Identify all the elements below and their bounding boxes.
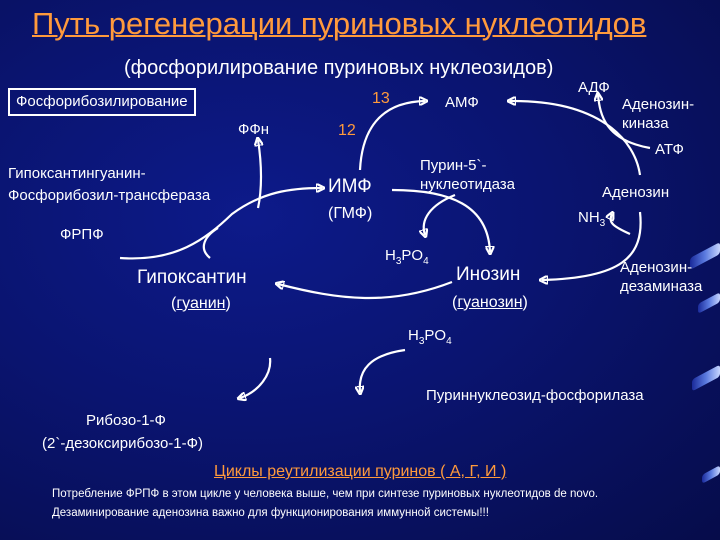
nh3-sub: 3 <box>599 218 606 229</box>
arrow-imf-to-inosine <box>391 188 490 252</box>
arrow-prpp-branch <box>202 227 219 259</box>
adenosine-kinase-line2: киназа <box>622 115 669 132</box>
arrow-to-ffn <box>258 140 261 209</box>
nh3-label: NH3 <box>578 208 605 233</box>
arrow-to-h3po4 <box>424 193 456 235</box>
gmf-label: (ГМФ) <box>328 205 373 222</box>
ribose-label-1: Рибозо-1-Ф <box>86 412 166 429</box>
arrow-to-nh3 <box>611 214 631 236</box>
nucleotidase-label: Пурин-5`- нуклеотидаза <box>420 156 515 194</box>
h3po4-2-sub3: 3 <box>418 336 425 347</box>
page-title: Путь регенерации пуриновых нуклеотидов <box>32 6 647 41</box>
h3po4-2-po: PO <box>424 327 447 344</box>
h3po4-2-sub4: 4 <box>446 336 452 347</box>
adenosine-kinase-label: Аденозин- киназа <box>622 95 694 133</box>
amf-label: АМФ <box>445 94 479 111</box>
adenosine-deaminase-line1: Аденозин- <box>620 259 693 276</box>
step-13-label: 13 <box>372 90 390 107</box>
note-line-2: Дезаминирование аденозина важно для функ… <box>52 507 489 519</box>
guanosine-label: (гуанозин) <box>452 294 528 311</box>
nh3-main: NH <box>578 209 600 226</box>
h3po4-label-1: H3PO4 <box>385 246 429 271</box>
nucleotidase-line2: нуклеотидаза <box>420 176 516 193</box>
arrow-atp-to-adp <box>598 95 651 150</box>
guanine-text: гуанин <box>176 295 226 312</box>
guanine-label: (гуанин) <box>171 295 231 312</box>
hypoxanthine-label: Гипоксантин <box>137 267 247 288</box>
atf-label: АТФ <box>655 141 684 158</box>
h3po4-2-h: H <box>408 327 419 344</box>
hgprt-line1: Гипоксантингуанин- <box>8 165 146 182</box>
adenosine-deaminase-line2: дезаминаза <box>620 278 703 295</box>
page-subtitle: (фосфорилирование пуриновых нуклеозидов) <box>124 57 554 79</box>
arrow-hypoxanthine-to-imf <box>119 188 322 260</box>
ffn-label: ФФн <box>238 121 270 138</box>
adenosine-deaminase-label: Аденозин- дезаминаза <box>620 258 702 296</box>
h3po4-1-h: H <box>385 247 396 264</box>
ribose-label-2: (2`-дезоксирибозо-1-Ф) <box>42 435 204 452</box>
arrow-inosine-to-hypoxanthine <box>278 282 453 300</box>
arrow-adenosine-to-inosine <box>542 211 642 280</box>
step-12-label: 12 <box>338 122 356 139</box>
hgprt-label: Гипоксантингуанин- Фосфорибозил-трансфер… <box>8 164 210 205</box>
arrow-to-ribose <box>240 357 272 398</box>
nucleotidase-line1: Пурин-5`- <box>420 157 487 174</box>
arrow-imf-to-amf <box>358 101 425 171</box>
h3po4-label-2: H3PO4 <box>408 326 452 351</box>
reutilization-cycles-link[interactable]: Циклы реутилизации пуринов ( А, Г, И ) <box>214 463 507 480</box>
adenosine-kinase-line1: Аденозин- <box>622 96 695 113</box>
arrow-h3po4-in <box>360 348 406 392</box>
phosphoribosylation-box: Фосфорибозилирование <box>8 88 196 116</box>
frpf-label: ФРПФ <box>60 226 104 243</box>
adf-label: АДФ <box>578 79 610 96</box>
inosine-label: Инозин <box>456 264 521 285</box>
note-line-1: Потребление ФРПФ в этом цикле у человека… <box>52 488 599 500</box>
imf-label: ИМФ <box>328 176 372 197</box>
h3po4-1-sub4: 4 <box>423 256 429 267</box>
guanosine-text: гуанозин <box>457 294 523 311</box>
h3po4-1-po: PO <box>401 247 424 264</box>
pnp-label: Пуриннуклеозид-фосфорилаза <box>426 387 644 404</box>
hgprt-line2: Фосфорибозил-трансфераза <box>8 187 211 204</box>
adenosine-label: Аденозин <box>602 184 670 201</box>
h3po4-1-sub3: 3 <box>395 256 402 267</box>
